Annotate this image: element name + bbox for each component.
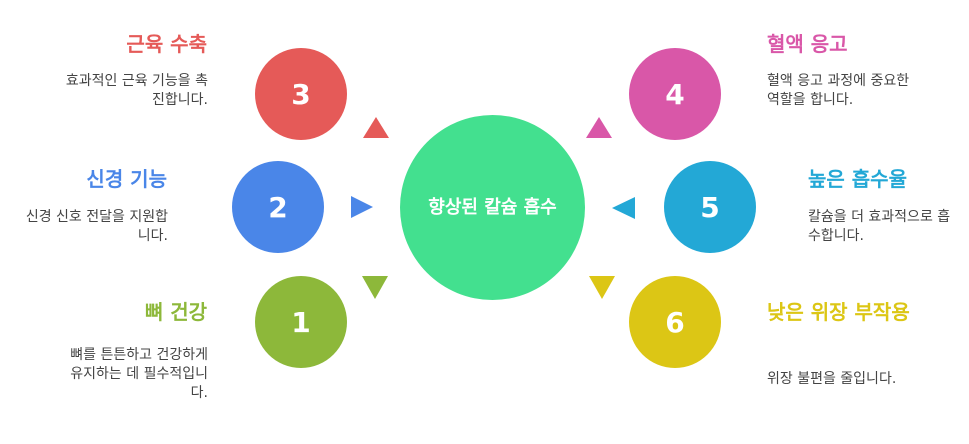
desc-clotting: 혈액 응고 과정에 중요한 역할을 합니다. (767, 73, 910, 108)
arrow-6-icon (589, 276, 615, 299)
center-label: 향상된 칼슘 흡수 (428, 196, 557, 218)
number-6: 6 (665, 305, 685, 339)
number-circle-1: 1 (255, 276, 347, 368)
number-circle-6: 6 (629, 276, 721, 368)
arrow-5-icon (612, 197, 635, 219)
heading-bone: 뼈 건강 (144, 300, 207, 324)
desc-bone: 뼈를 튼튼하고 건강하게 유지하는 데 필수적입니다. (70, 347, 208, 401)
arrow-1-icon (362, 276, 388, 299)
heading-nerve: 신경 기능 (86, 167, 167, 191)
desc-gi: 위장 불편을 줄입니다. (767, 371, 897, 387)
desc-muscle: 효과적인 근육 기능을 촉진합니다. (65, 73, 208, 108)
number-2: 2 (268, 190, 288, 224)
arrow-2-icon (351, 196, 373, 218)
number-circle-2: 2 (232, 161, 324, 253)
arrow-4-icon (586, 117, 612, 138)
heading-clotting: 혈액 응고 (767, 32, 848, 56)
heading-gi: 낮은 위장 부작용 (767, 300, 910, 324)
number-4: 4 (665, 77, 685, 111)
heading-muscle: 근육 수축 (126, 32, 207, 56)
heading-absorption: 높은 흡수율 (808, 167, 907, 191)
arrow-3-icon (363, 117, 389, 138)
desc-nerve: 신경 신호 전달을 지원합니다. (25, 209, 168, 244)
number-circle-5: 5 (664, 161, 756, 253)
number-circle-3: 3 (255, 48, 347, 140)
center-circle: 향상된 칼슘 흡수 (400, 115, 585, 300)
number-circle-4: 4 (629, 48, 721, 140)
number-3: 3 (291, 77, 311, 111)
desc-absorption: 칼슘을 더 효과적으로 흡수합니다. (808, 209, 951, 244)
number-1: 1 (291, 305, 311, 339)
number-5: 5 (700, 190, 720, 224)
